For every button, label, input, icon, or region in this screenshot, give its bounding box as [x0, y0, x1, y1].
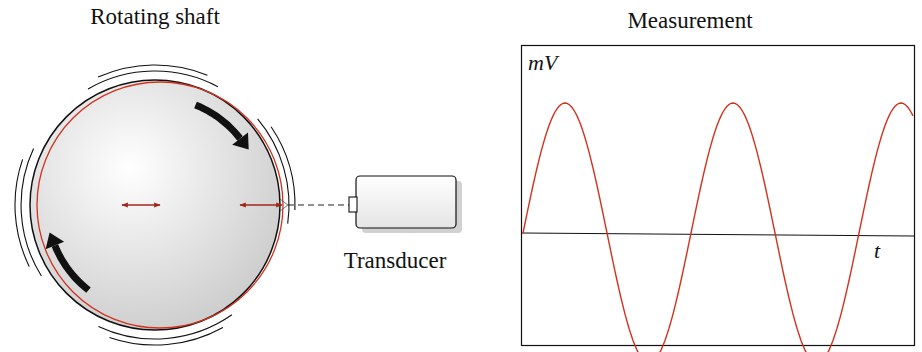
- bearing-arcs: [15, 65, 295, 345]
- shaft-label: Rotating shaft: [90, 4, 220, 30]
- plot-frame: [522, 46, 915, 346]
- axis-label: t: [874, 238, 880, 264]
- bearing-arc: [98, 315, 232, 339]
- signal-wave: [523, 103, 913, 352]
- rotation-arrow-head: [46, 233, 65, 250]
- bearing-arc: [98, 65, 207, 77]
- bearing-arc: [21, 148, 41, 276]
- rotation-arrows: [46, 105, 249, 290]
- transducer-body: [356, 176, 456, 228]
- displaced-shaft-outline: [37, 82, 283, 328]
- bearing-arc: [15, 159, 29, 266]
- transducer-label: Transducer: [344, 248, 447, 274]
- plot-title: Measurement: [627, 8, 752, 34]
- time-axis: [522, 233, 914, 236]
- sensor-beam: [288, 204, 350, 205]
- displacement-arrow: [240, 204, 282, 205]
- rotation-arrow-shaft: [55, 246, 89, 291]
- rotation-arrow-shaft: [196, 105, 241, 139]
- bearing-arc: [258, 119, 289, 224]
- sensor-gap-mark: [280, 199, 288, 211]
- bearing-arc: [271, 127, 295, 210]
- displacement-arrow: [122, 204, 160, 205]
- axis-unit: mV: [528, 50, 557, 76]
- transducer-tip: [349, 197, 357, 212]
- rotation-arrow-head: [232, 132, 249, 149]
- bearing-arc: [109, 327, 222, 345]
